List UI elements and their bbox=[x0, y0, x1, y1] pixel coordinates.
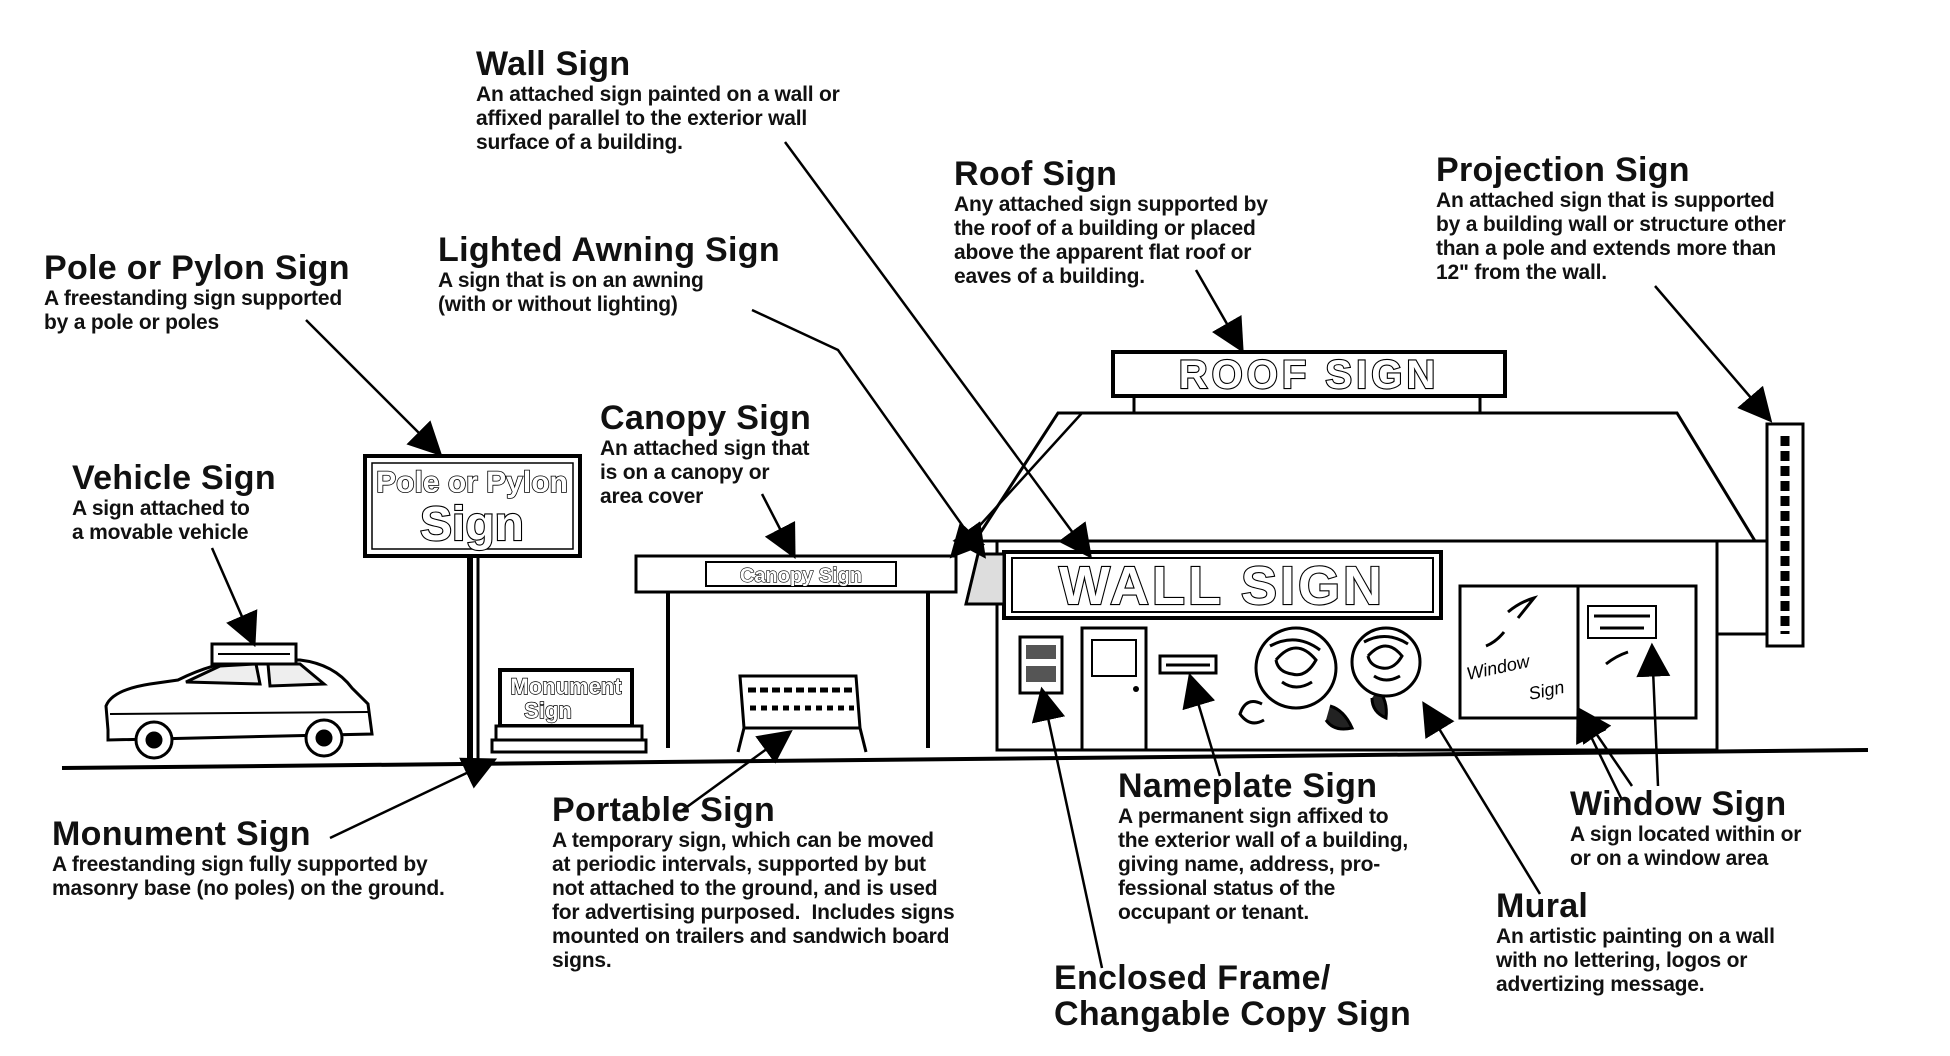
label-window-sign: Window Sign A sign located within or or … bbox=[1570, 786, 1801, 871]
pole-sign-description: A freestanding sign supported by a pole … bbox=[44, 287, 342, 334]
door-illustration bbox=[1080, 626, 1148, 752]
pole-sign-text-line1: Pole or Pylon bbox=[376, 466, 568, 499]
arrow-enclosed-frame-sign bbox=[1031, 686, 1104, 969]
portable-sign-description: A temporary sign, which can be moved at … bbox=[552, 829, 955, 972]
ground-line bbox=[61, 748, 1869, 770]
pole-sign-illustration: Pole or Pylon Sign bbox=[363, 454, 582, 762]
wall-sign-illustration: WALL SIGN bbox=[1002, 550, 1443, 620]
monument-sign-description: A freestanding sign fully supported by m… bbox=[52, 853, 445, 900]
canopy-sign-title: Canopy Sign bbox=[600, 399, 812, 437]
arrow-window-sign-c bbox=[1636, 642, 1671, 787]
wall-sign-description: An attached sign painted on a wall or af… bbox=[476, 83, 840, 154]
projection-sign-title: Projection Sign bbox=[1436, 151, 1690, 189]
portable-sign-illustration bbox=[736, 674, 868, 753]
projection-sign-illustration bbox=[1717, 422, 1805, 648]
label-enclosed-frame-sign: Enclosed Frame/ Changable Copy Sign bbox=[1054, 960, 1411, 1032]
pole-sign-text-line2: Sign bbox=[420, 498, 524, 551]
arrow-nameplate-sign bbox=[1182, 672, 1222, 777]
monument-sign-text-line1: Monument bbox=[510, 674, 622, 699]
label-roof-sign: Roof Sign Any attached sign supported by… bbox=[954, 156, 1268, 289]
label-mural: Mural An artistic painting on a wall wit… bbox=[1496, 888, 1775, 997]
nameplate-sign-description: A permanent sign affixed to the exterior… bbox=[1118, 805, 1408, 924]
window-sign-description: A sign located within or or on a window … bbox=[1570, 823, 1802, 870]
callout-arrows bbox=[210, 141, 1773, 969]
label-canopy-sign: Canopy Sign An attached sign that is on … bbox=[600, 400, 811, 509]
label-projection-sign: Projection Sign An attached sign that is… bbox=[1436, 152, 1786, 285]
pole-sign-title: Pole or Pylon Sign bbox=[44, 249, 350, 287]
monument-sign-illustration: Monument Sign bbox=[490, 668, 648, 754]
window-sign-illustration: Window Sign bbox=[1458, 584, 1698, 720]
window-sign-title: Window Sign bbox=[1570, 785, 1787, 823]
label-lighted-awning-sign: Lighted Awning Sign A sign that is on an… bbox=[438, 232, 780, 317]
arrow-mural bbox=[1422, 701, 1542, 895]
arrow-vehicle-sign bbox=[210, 547, 258, 648]
building-roof bbox=[972, 411, 1758, 543]
monument-sign-text-line2: Sign bbox=[524, 698, 572, 723]
vehicle-sign-description: A sign attached to a movable vehicle bbox=[72, 497, 250, 544]
arrow-wall-sign bbox=[783, 141, 1093, 559]
arrow-canopy-sign bbox=[760, 493, 796, 560]
mural-illustration bbox=[1238, 626, 1422, 731]
lighted-awning-sign-description: A sign that is on an awning (with or wit… bbox=[438, 269, 704, 316]
mural-description: An artistic painting on a wall with no l… bbox=[1496, 925, 1775, 996]
nameplate-sign-illustration bbox=[1158, 654, 1218, 675]
label-wall-sign: Wall Sign An attached sign painted on a … bbox=[476, 46, 840, 155]
wall-sign-title: Wall Sign bbox=[476, 45, 631, 83]
arrow-portable-sign bbox=[679, 730, 793, 814]
arrow-projection-sign bbox=[1654, 285, 1773, 423]
arrow-window-sign-b bbox=[1578, 707, 1634, 787]
canopy-sign-description: An attached sign that is on a canopy or … bbox=[600, 437, 810, 508]
monument-sign-title: Monument Sign bbox=[52, 815, 311, 853]
portable-sign-title: Portable Sign bbox=[552, 791, 776, 829]
enclosed-frame-sign-title: Enclosed Frame/ Changable Copy Sign bbox=[1054, 959, 1412, 1033]
label-portable-sign: Portable Sign A temporary sign, which ca… bbox=[552, 792, 955, 973]
canopy-sign-text: Canopy Sign bbox=[740, 565, 862, 587]
roof-sign-description: Any attached sign supported by the roof … bbox=[954, 193, 1268, 288]
arrow-monument-sign bbox=[329, 757, 498, 840]
wall-sign-text: WALL SIGN bbox=[1059, 556, 1385, 616]
vehicle-sign-title: Vehicle Sign bbox=[72, 459, 276, 497]
label-monument-sign: Monument Sign A freestanding sign fully … bbox=[52, 816, 445, 901]
roof-sign-illustration: ROOF SIGN bbox=[1111, 350, 1507, 413]
arrow-lighted-awning-sign bbox=[751, 308, 986, 559]
roof-sign-title: Roof Sign bbox=[954, 155, 1118, 193]
nameplate-sign-title: Nameplate Sign bbox=[1118, 767, 1378, 805]
lighted-awning-sign-title: Lighted Awning Sign bbox=[438, 231, 780, 269]
awning-illustration bbox=[964, 552, 1006, 606]
enclosed-frame-sign-illustration bbox=[1018, 635, 1064, 695]
mural-title: Mural bbox=[1496, 887, 1589, 925]
vehicle-illustration bbox=[104, 642, 374, 760]
projection-sign-description: An attached sign that is supported by a … bbox=[1436, 189, 1786, 284]
label-pole-sign: Pole or Pylon Sign A freestanding sign s… bbox=[44, 250, 350, 335]
roof-sign-text: ROOF SIGN bbox=[1179, 353, 1439, 397]
canopy-illustration: Canopy Sign bbox=[634, 554, 958, 748]
arrow-roof-sign bbox=[1194, 269, 1244, 353]
label-nameplate-sign: Nameplate Sign A permanent sign affixed … bbox=[1118, 768, 1408, 925]
arrow-pole-sign bbox=[305, 319, 443, 457]
label-vehicle-sign: Vehicle Sign A sign attached to a movabl… bbox=[72, 460, 276, 545]
arrow-awning-roof-line bbox=[949, 412, 1083, 559]
